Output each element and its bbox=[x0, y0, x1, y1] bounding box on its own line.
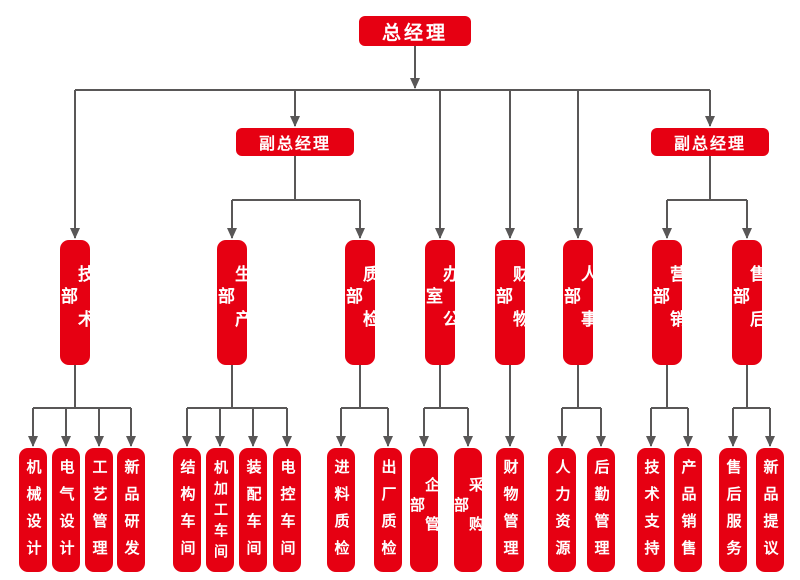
org-node-label: 生产部 bbox=[214, 264, 251, 355]
org-node-label: 出厂质检 bbox=[379, 459, 398, 567]
org-node-child-8-1: 售后服务 bbox=[719, 448, 747, 572]
org-node-dept-1: 技术部 bbox=[57, 240, 94, 365]
org-node-dept-5: 财物部 bbox=[492, 240, 529, 365]
org-node-deputy-2: 副总经理 bbox=[651, 128, 769, 156]
org-node-child-7-1: 技术支持 bbox=[637, 448, 665, 572]
org-node-label: 产品销售 bbox=[679, 459, 698, 567]
org-node-label: 工艺管理 bbox=[90, 459, 109, 567]
org-node-label: 财物部 bbox=[492, 264, 529, 355]
org-node-label: 结构车间 bbox=[178, 459, 197, 567]
org-node-label: 新品提议 bbox=[761, 459, 780, 567]
org-node-label: 质检部 bbox=[342, 264, 379, 355]
org-node-child-7-2: 产品销售 bbox=[674, 448, 702, 572]
org-node-label: 电控车间 bbox=[278, 459, 297, 567]
org-node-label: 机械设计 bbox=[24, 459, 43, 567]
org-node-label: 财物管理 bbox=[501, 459, 520, 567]
org-node-label: 采购部 bbox=[452, 477, 485, 555]
org-node-child-8-2: 新品提议 bbox=[756, 448, 784, 572]
org-node-label: 技术支持 bbox=[642, 459, 661, 567]
org-node-dept-3: 质检部 bbox=[342, 240, 379, 365]
org-node-label: 办公室 bbox=[422, 264, 459, 355]
org-node-general-manager: 总经理 bbox=[359, 16, 471, 46]
org-node-child-6-1: 人力资源 bbox=[548, 448, 576, 572]
org-node-child-2-4: 电控车间 bbox=[273, 448, 301, 572]
org-node-label: 进料质检 bbox=[332, 459, 351, 567]
org-node-child-2-3: 装配车间 bbox=[239, 448, 267, 572]
org-node-label: 人力资源 bbox=[553, 459, 572, 567]
org-node-label: 新品研发 bbox=[122, 459, 141, 567]
org-node-label: 营销部 bbox=[649, 264, 686, 355]
org-node-label: 售后部 bbox=[729, 264, 766, 355]
org-node-label: 企管部 bbox=[408, 477, 441, 555]
org-node-child-3-1: 进料质检 bbox=[327, 448, 355, 572]
org-node-label: 机加工车间 bbox=[212, 459, 228, 565]
org-node-child-1-3: 工艺管理 bbox=[85, 448, 113, 572]
org-node-child-6-2: 后勤管理 bbox=[587, 448, 615, 572]
org-node-dept-8: 售后部 bbox=[729, 240, 766, 365]
org-node-label: 人事部 bbox=[560, 264, 597, 355]
org-node-child-4-1: 企管部 bbox=[408, 448, 441, 572]
org-node-deputy-1: 副总经理 bbox=[236, 128, 354, 156]
org-node-child-5-1: 财物管理 bbox=[496, 448, 524, 572]
org-node-dept-4: 办公室 bbox=[422, 240, 459, 365]
org-node-child-1-4: 新品研发 bbox=[117, 448, 145, 572]
org-node-label: 装配车间 bbox=[244, 459, 263, 567]
org-node-child-3-2: 出厂质检 bbox=[374, 448, 402, 572]
org-node-label: 后勤管理 bbox=[592, 459, 611, 567]
org-node-dept-6: 人事部 bbox=[560, 240, 597, 365]
org-node-child-2-2: 机加工车间 bbox=[206, 448, 234, 572]
org-node-child-2-1: 结构车间 bbox=[173, 448, 201, 572]
org-node-dept-7: 营销部 bbox=[649, 240, 686, 365]
org-node-label: 电气设计 bbox=[57, 459, 76, 567]
org-node-child-4-2: 采购部 bbox=[452, 448, 485, 572]
org-node-label: 技术部 bbox=[57, 264, 94, 355]
org-node-dept-2: 生产部 bbox=[214, 240, 251, 365]
org-node-child-1-2: 电气设计 bbox=[52, 448, 80, 572]
org-node-label: 售后服务 bbox=[724, 459, 743, 567]
org-node-child-1-1: 机械设计 bbox=[19, 448, 47, 572]
